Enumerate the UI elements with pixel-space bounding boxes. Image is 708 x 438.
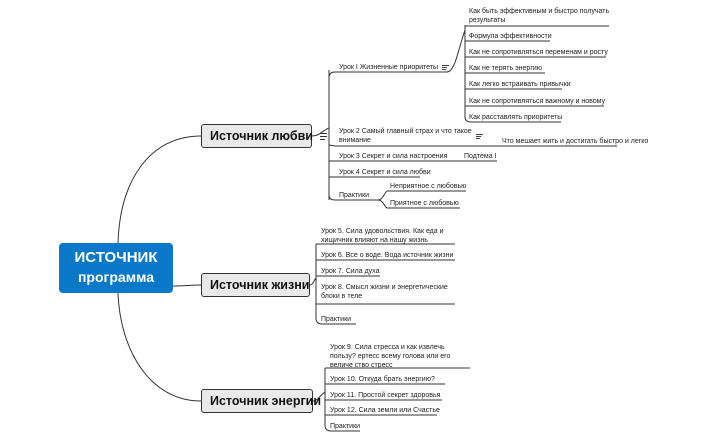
branch-energy[interactable]: Источник энергии	[201, 389, 321, 413]
topic-pleasant-love[interactable]: Приятное с любовью	[390, 200, 459, 207]
topic-what-stops[interactable]: Что мешает жить и достигать быстро и лег…	[502, 138, 649, 145]
branch-life[interactable]: Источник жизни	[201, 273, 310, 297]
topic-efficiency-formula[interactable]: Формула эффективности	[469, 33, 552, 40]
topic-effective[interactable]: Как быть эффективным и быстро получать р…	[469, 8, 610, 24]
topic-lesson-11[interactable]: Урок 11. Простой секрет здоровья	[330, 392, 441, 399]
topic-lesson-1[interactable]: Урок I Жизненные приоритеты	[339, 64, 439, 71]
topic-practices-life[interactable]: Практики	[321, 316, 352, 323]
topic-no-resistance-change[interactable]: Как не сопротивляться переменам и росту	[469, 49, 608, 56]
branch-love[interactable]: Источник любви	[201, 124, 327, 148]
note-icon	[442, 63, 449, 71]
topic-keep-energy[interactable]: Как не терять энергию	[469, 65, 543, 72]
branch-love-label: Источник любви	[210, 129, 313, 143]
topic-lesson-2[interactable]: Урок 2 Самый главный страх и что такое в…	[339, 128, 472, 144]
topic-lesson-12[interactable]: Урок 12. Сила земли или Счастье	[330, 407, 440, 414]
topic-practices-love[interactable]: Практики	[339, 192, 370, 199]
topic-lesson-5[interactable]: Урок 5. Сила удовольствия. Как еда и хищ…	[321, 228, 444, 244]
topic-subtopic-1[interactable]: Подтема I	[464, 153, 497, 160]
root-subtitle: программа	[77, 269, 155, 285]
topic-lesson-6[interactable]: Урок 6. Все о воде. Вода источник жизни	[321, 252, 454, 259]
topic-lesson-3[interactable]: Урок 3 Секрет и сила настроения	[339, 153, 448, 160]
root-topic[interactable]: ИСТОЧНИК программа	[59, 243, 173, 293]
note-icon	[476, 132, 483, 140]
topic-unpleasant-love[interactable]: Неприятное с любовью	[390, 183, 467, 190]
topic-priorities[interactable]: Как расставлять приоритеты	[469, 114, 563, 121]
topic-lesson-4[interactable]: Урок 4 Секрет и сила любви	[339, 169, 431, 176]
branch-life-label: Источник жизни	[210, 278, 310, 292]
topic-practices-energy[interactable]: Практики	[330, 423, 361, 430]
topic-no-resistance-new[interactable]: Как не сопротивляться важному и новому	[469, 98, 606, 105]
root-title: ИСТОЧНИК	[74, 249, 158, 266]
topic-lesson-10[interactable]: Урок 10. Откуда брать энергию?	[330, 376, 435, 383]
note-icon	[319, 131, 327, 142]
topic-lesson-9[interactable]: Урок 9. Сила стресса и как извлечь польз…	[330, 344, 451, 369]
topic-lesson-8[interactable]: Урок 8. Смысл жизни и энергетические бло…	[321, 284, 448, 300]
branch-energy-label: Источник энергии	[210, 394, 322, 408]
topic-lesson-7[interactable]: Урок 7. Сила духа	[321, 268, 380, 275]
topic-habits[interactable]: Как легко встраивать привычки	[469, 81, 571, 88]
